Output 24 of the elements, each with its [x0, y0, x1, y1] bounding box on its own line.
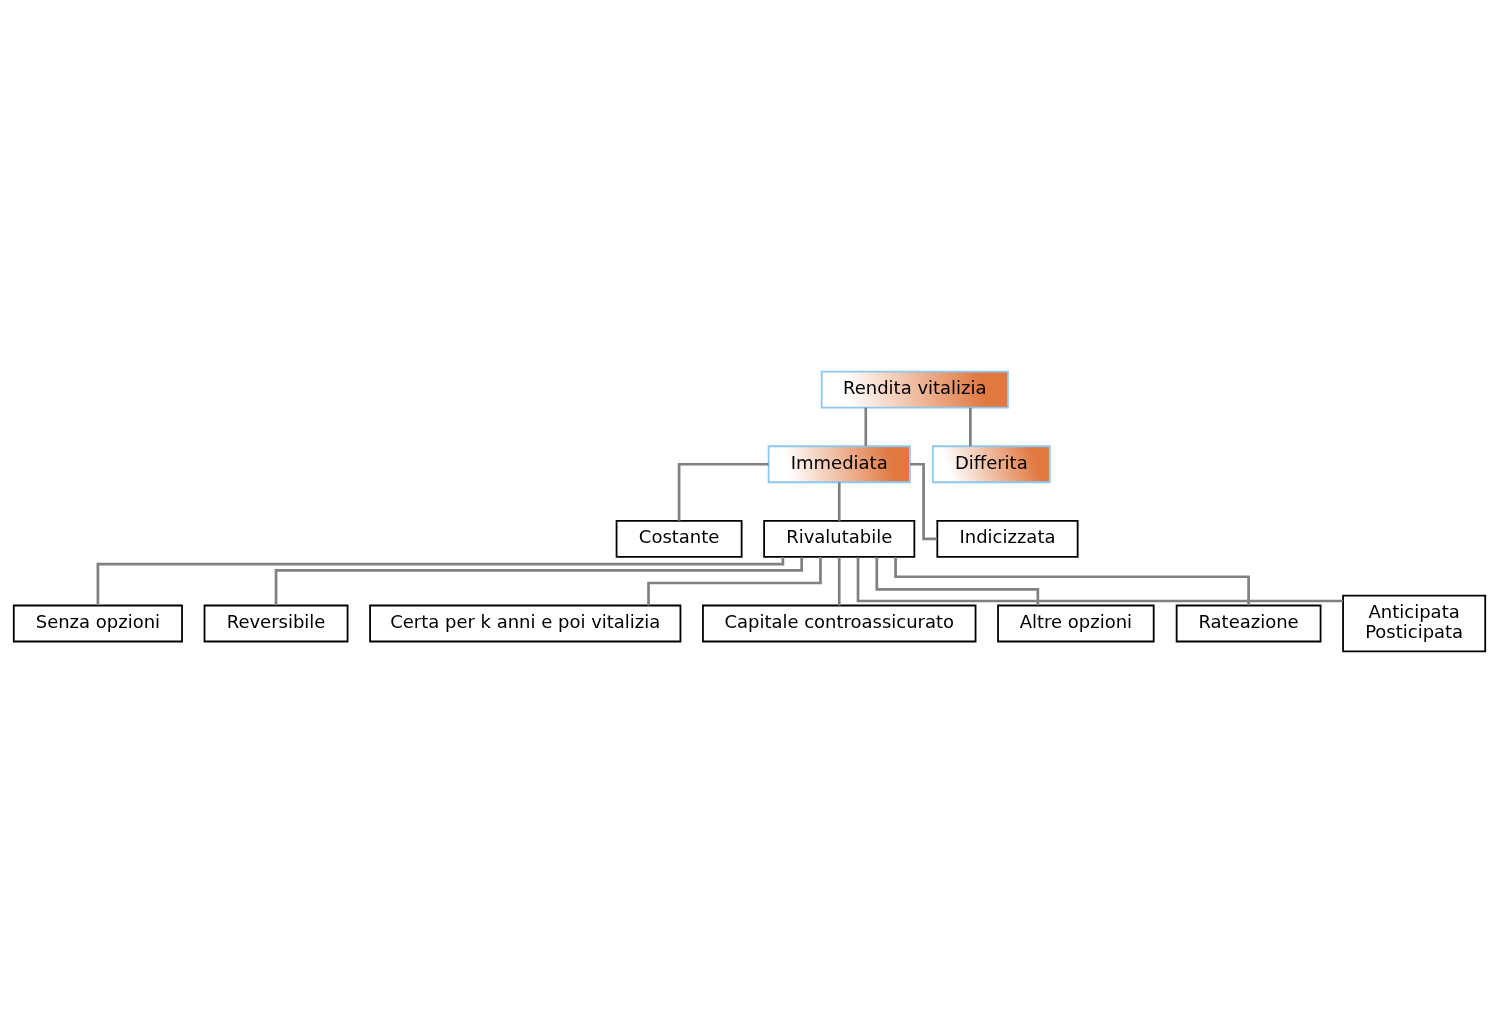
connector — [96, 556, 785, 606]
connector — [677, 462, 769, 521]
connector — [864, 407, 868, 447]
node-box: Indicizzata — [936, 520, 1079, 558]
node-box: Differita — [931, 445, 1051, 484]
node-box: Rendita vitalizia — [820, 370, 1009, 409]
connector — [856, 557, 1343, 603]
node-box: Rivalutabile — [763, 520, 916, 558]
node-box: Rateazione — [1175, 604, 1322, 643]
connector — [910, 462, 938, 541]
connector — [894, 556, 1250, 606]
node-box: Costante — [615, 520, 743, 558]
connector — [875, 557, 1040, 606]
connector — [837, 557, 841, 606]
connector — [969, 407, 972, 447]
node-box: Certa per k anni e poi vitalizia — [369, 604, 682, 643]
connector — [837, 482, 841, 521]
node-box: Capitale controassicurato — [702, 604, 977, 643]
connector — [274, 557, 804, 606]
node-box: Senza opzioni — [12, 604, 183, 643]
node-box: Reversibile — [203, 604, 349, 643]
node-box: Altre opzioni — [997, 604, 1155, 643]
node-box: Immediata — [767, 445, 911, 484]
node-box: Anticipata Posticipata — [1342, 594, 1487, 653]
